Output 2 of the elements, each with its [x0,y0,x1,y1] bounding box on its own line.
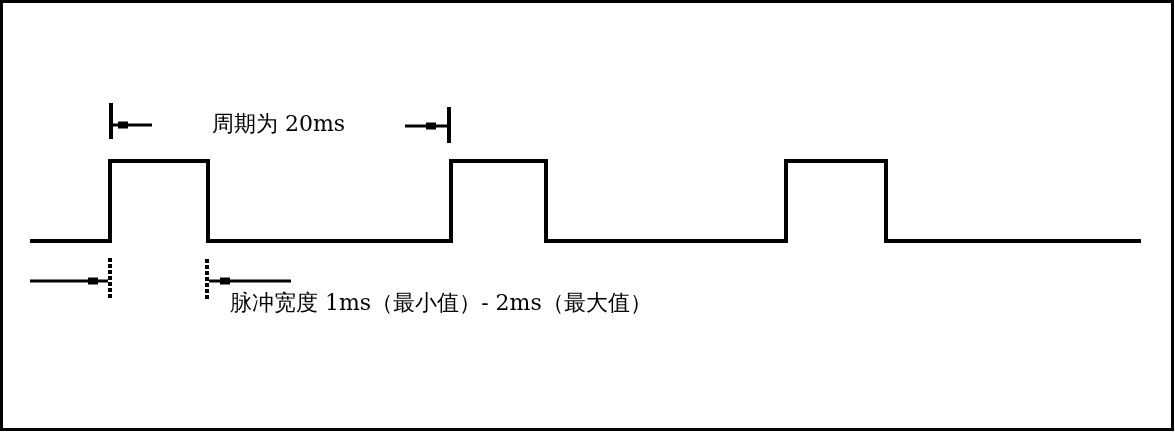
period-label: 周期为 20ms [212,113,346,135]
pulse-width-label: 脉冲宽度 1ms（最小值）- 2ms（最大值） [230,292,652,314]
